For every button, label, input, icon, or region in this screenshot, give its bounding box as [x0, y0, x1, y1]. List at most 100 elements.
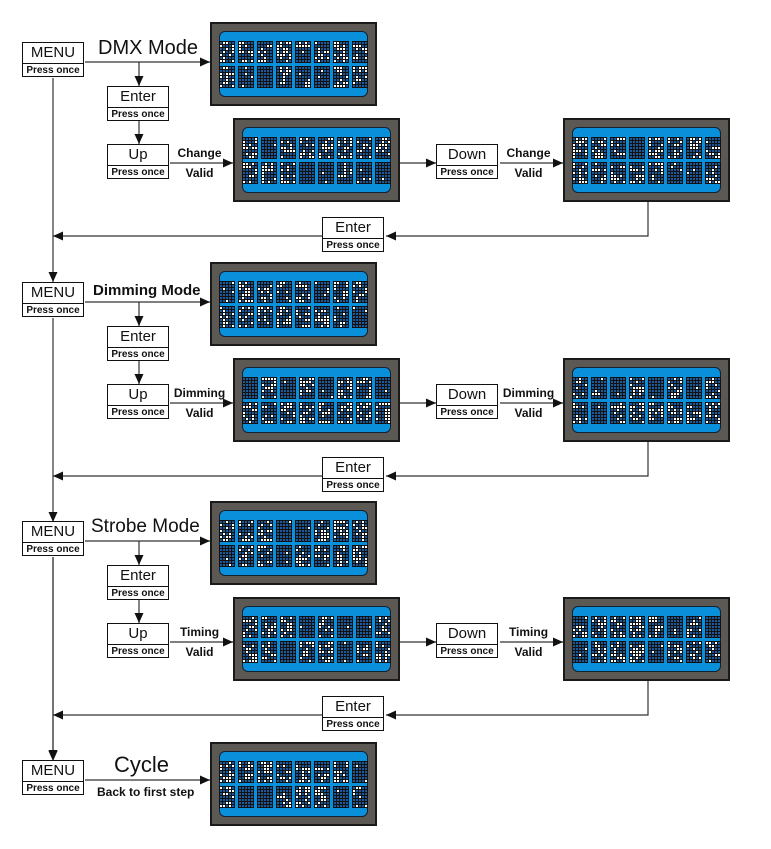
menu-button-press-once: Press once: [26, 783, 80, 794]
lcd-character: [610, 136, 626, 159]
lcd-character: [352, 40, 368, 63]
enter-button-label: Enter: [108, 327, 168, 348]
lcd-character: [629, 161, 645, 184]
lcd-character: [352, 519, 368, 542]
lcd-character: [705, 161, 721, 184]
arrow-head-icon: [48, 750, 58, 760]
arrow-head-icon: [200, 536, 210, 546]
lcd-character: [314, 280, 330, 303]
lcd-character: [629, 136, 645, 159]
lcd-character: [356, 136, 372, 159]
lcd-character: [219, 305, 235, 328]
lcd-character: [257, 280, 273, 303]
up-button-label: Up: [108, 385, 168, 406]
up-action-label: Change: [177, 146, 222, 160]
lcd-character: [242, 401, 258, 424]
arrow-head-icon: [386, 231, 396, 241]
lcd-character: [257, 519, 273, 542]
lcd-value-display: [233, 358, 400, 442]
lcd-character: [314, 65, 330, 88]
enter-button-label: Enter: [108, 87, 168, 108]
lcd-character: [686, 136, 702, 159]
enter-button-press-once: Press once: [111, 588, 165, 599]
lcd-character: [629, 615, 645, 638]
lcd-character: [299, 401, 315, 424]
lcd-value-display: [233, 118, 400, 202]
lcd-character: [299, 615, 315, 638]
lcd-character: [242, 640, 258, 663]
lcd-character: [242, 161, 258, 184]
lcd-character: [276, 519, 292, 542]
lcd-character: [238, 65, 254, 88]
lcd-character: [257, 305, 273, 328]
lcd-character: [648, 136, 664, 159]
lcd-character: [295, 544, 311, 567]
up-button-press-once: Press once: [111, 407, 165, 418]
lcd-character: [375, 161, 391, 184]
arrow-head-icon: [134, 134, 144, 144]
arrow-head-icon: [553, 398, 563, 408]
lcd-value-display-down: [563, 597, 730, 681]
arrow-head-icon: [200, 775, 210, 785]
mode-title: DMX Mode: [98, 37, 199, 59]
lcd-character: [648, 615, 664, 638]
lcd-screen: [572, 127, 721, 193]
lcd-character: [295, 65, 311, 88]
lcd-character: [219, 65, 235, 88]
up-valid-label: Valid: [185, 645, 214, 659]
arrow-head-icon: [134, 316, 144, 326]
lcd-character: [280, 376, 296, 399]
mode-title: Dimming Mode: [93, 282, 201, 299]
lcd-character: [219, 519, 235, 542]
lcd-character: [314, 785, 330, 808]
lcd-character: [648, 401, 664, 424]
lcd-dot-matrix: [219, 280, 368, 328]
lcd-character: [242, 376, 258, 399]
lcd-character: [667, 376, 683, 399]
lcd-character: [280, 161, 296, 184]
lcd-character: [276, 305, 292, 328]
lcd-character: [295, 760, 311, 783]
arrow-head-icon: [223, 637, 233, 647]
lcd-character: [333, 785, 349, 808]
lcd-character: [276, 40, 292, 63]
lcd-character: [591, 161, 607, 184]
lcd-character: [276, 65, 292, 88]
lcd-screen: [242, 606, 391, 672]
lcd-character: [337, 640, 353, 663]
arrow-head-icon: [48, 512, 58, 522]
lcd-screen: [219, 31, 368, 97]
lcd-character: [299, 161, 315, 184]
lcd-character: [352, 280, 368, 303]
lcd-mode-display: [210, 262, 377, 346]
lcd-dot-matrix: [572, 376, 721, 424]
lcd-character: [276, 280, 292, 303]
lcd-screen: [242, 367, 391, 433]
lcd-character: [591, 376, 607, 399]
lcd-character: [705, 376, 721, 399]
lcd-character: [314, 519, 330, 542]
lcd-screen: [242, 127, 391, 193]
lcd-character: [356, 640, 372, 663]
lcd-value-display-down: [563, 358, 730, 442]
lcd-character: [238, 785, 254, 808]
lcd-character: [705, 640, 721, 663]
connector-line: [386, 681, 649, 716]
